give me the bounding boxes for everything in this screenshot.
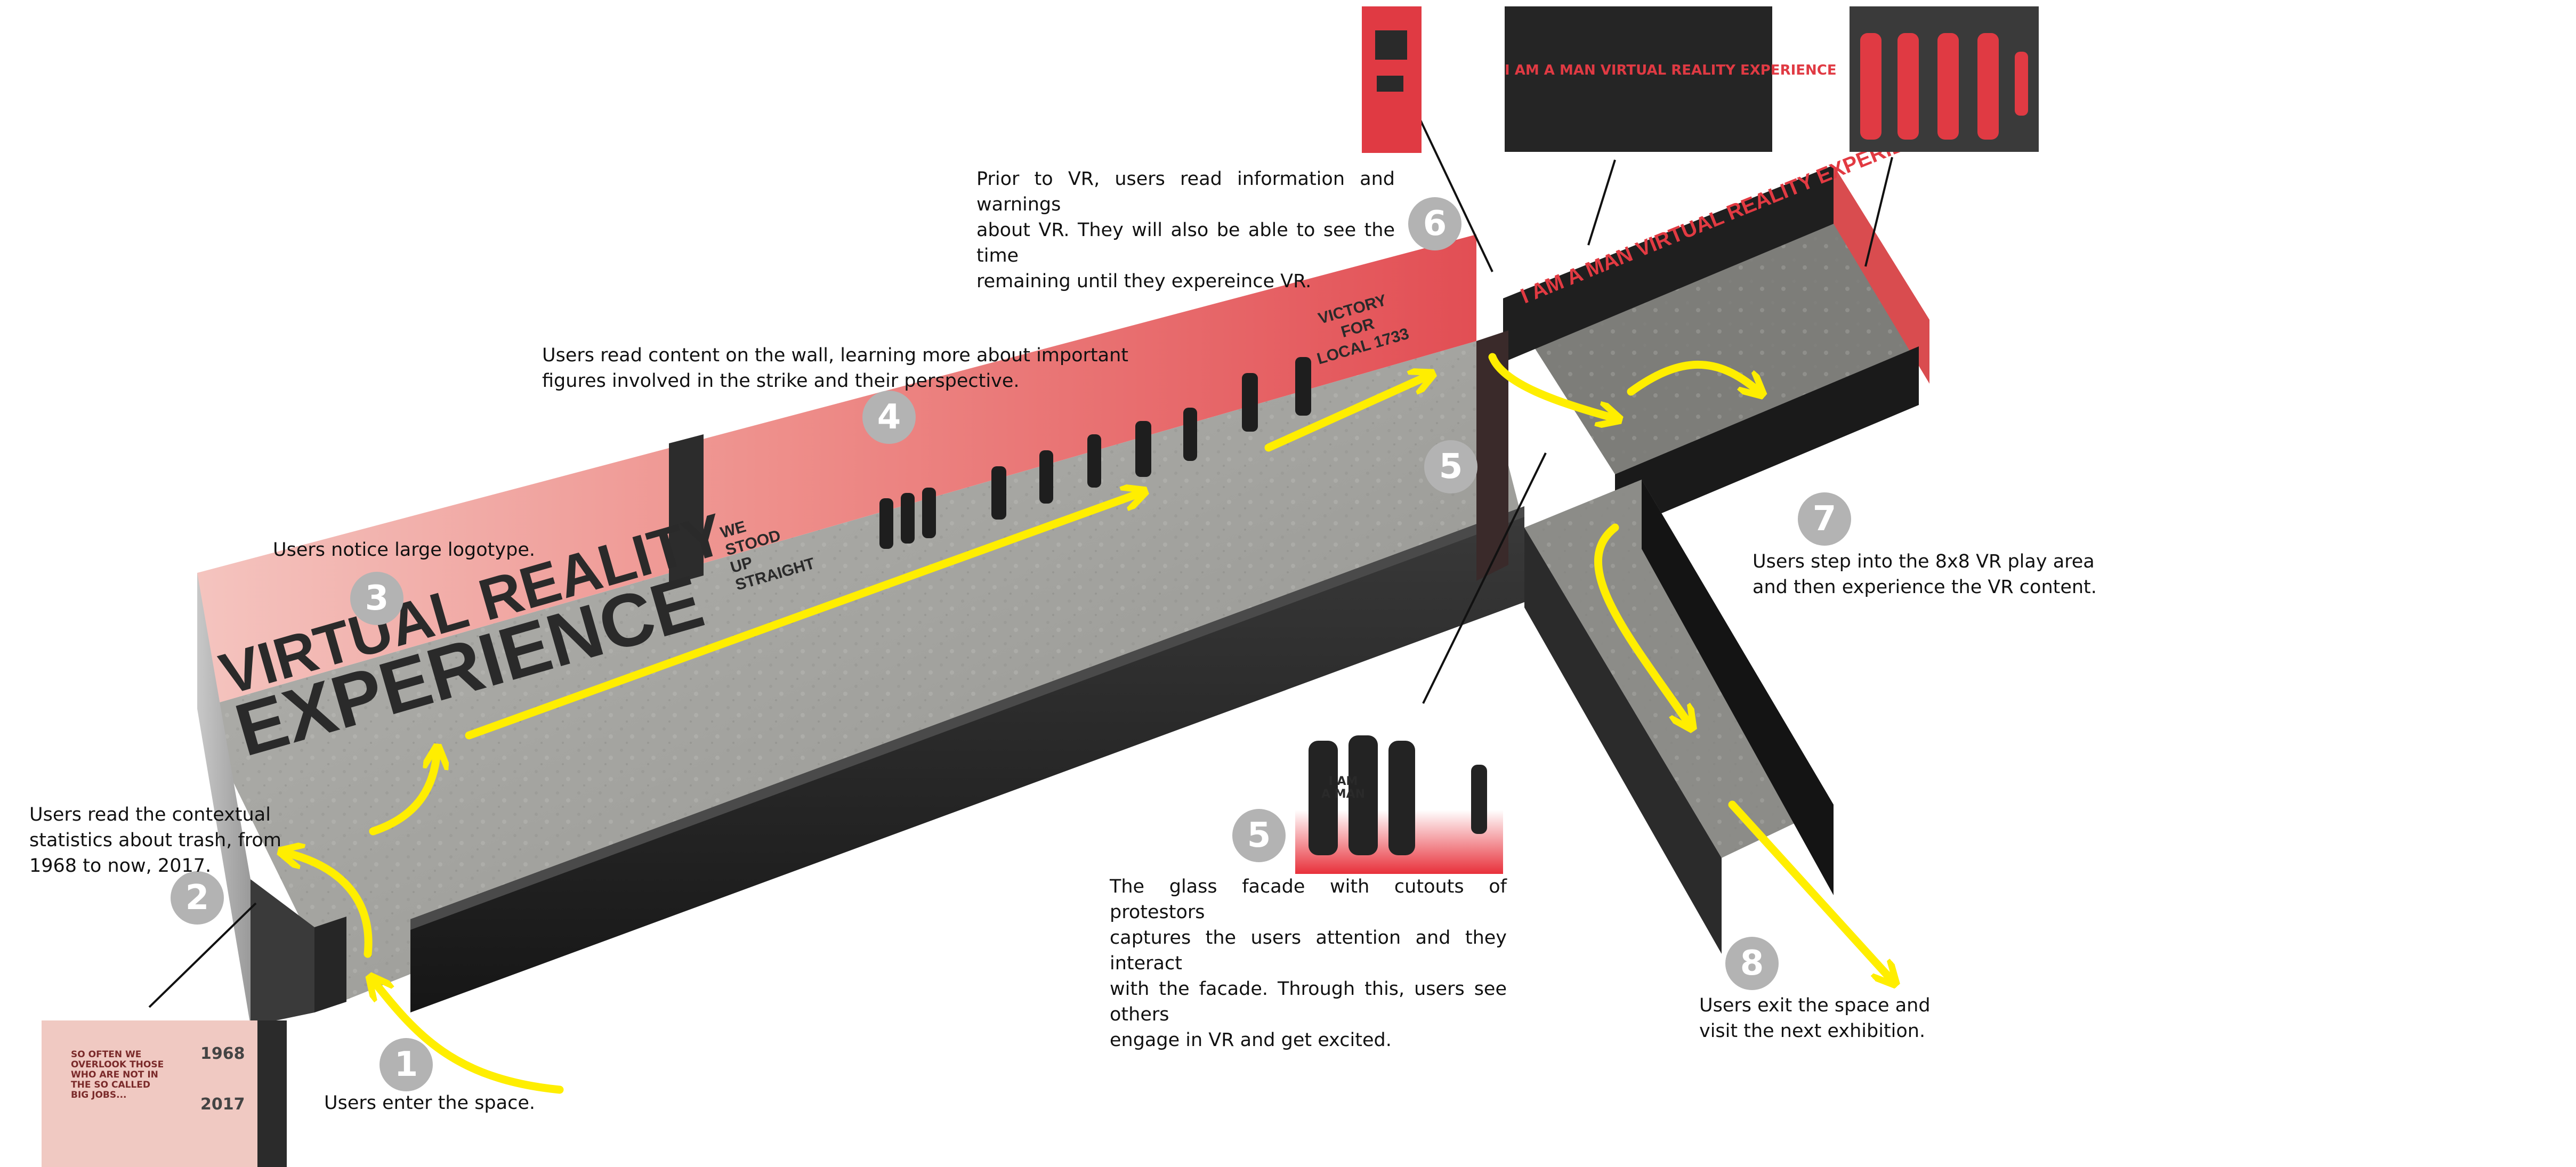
step-badge-7: 7 (1798, 492, 1851, 546)
vr-room (1476, 165, 1929, 581)
silhouette-figure (1135, 421, 1151, 477)
path-arrow-read-stats (285, 853, 373, 958)
path-arrow-logotype (369, 751, 437, 836)
path-arrow-enter (373, 980, 564, 1094)
step-badge-8: 8 (1725, 937, 1779, 990)
exit-left-wall (1524, 528, 1722, 954)
step-text-7: Users step into the 8x8 VR play area and… (1753, 551, 2097, 598)
quote-text: SO OFTEN WE OVERLOOK THOSE WHO ARE NOT I… (71, 1049, 164, 1100)
path-arrow-vr-area (1627, 360, 1759, 392)
silhouette-figure (1087, 434, 1101, 488)
kiosk-screen (1375, 30, 1407, 60)
leader-line (1417, 114, 1493, 272)
front-wall (410, 506, 1524, 1012)
step-text-5: The glass facade with cutouts of protest… (1110, 876, 1507, 1051)
protestor-cutout (1348, 735, 1378, 855)
main-corridor (197, 234, 1524, 1026)
vr-room-front-wall (1615, 346, 1919, 533)
step-text-4: Users read content on the wall, learning… (542, 345, 1128, 392)
step-badge-2: 2 (171, 871, 224, 925)
leader-line (148, 902, 257, 1008)
silhouette-figure (1242, 373, 1258, 432)
end-wall-side (197, 573, 251, 1026)
kiosk-screen (1377, 76, 1403, 92)
step-text-6: Prior to VR, users read information and … (976, 168, 1395, 292)
red-figure (1897, 33, 1919, 140)
step-badge-5: 5 (1232, 809, 1286, 862)
red-figure (2015, 52, 2028, 116)
step-badge-5-floor: 5 (1424, 440, 1477, 493)
vr-room-side-wall (1834, 165, 1929, 384)
path-arrow-exit (1594, 523, 1690, 725)
silhouette-figure (922, 488, 936, 538)
path-arrow-facade (1264, 376, 1428, 452)
thumbnail-protestors-red (1850, 6, 2039, 152)
red-figure (1937, 33, 1959, 140)
vr-room-back-wall (1503, 165, 1834, 362)
path-arrow-into-vr (1488, 353, 1615, 418)
back-wall-dark-panel (669, 434, 704, 585)
silhouette-figure (991, 466, 1006, 520)
step-text-2: Users read the contextual statistics abo… (29, 804, 281, 877)
leader-lines (148, 114, 1893, 1008)
protestor-silhouettes (879, 357, 1311, 549)
thumbnail-glass-facade: I AM A MAN (1295, 714, 1503, 874)
thumbnail-info-kiosk (1362, 6, 1422, 153)
leader-line (1422, 452, 1547, 704)
year-1968: 1968 (200, 1044, 245, 1063)
entry-pillar (314, 917, 346, 1012)
path-arrow-leave (1728, 800, 1892, 980)
vr-room-floor-texture (1503, 165, 1919, 474)
entry-stub-wall (251, 879, 314, 1026)
step-text-1: Users enter the space. (324, 1092, 535, 1114)
protestor-cutout (1471, 765, 1487, 834)
banner-text: I AM A MAN VIRTUAL REALITY EXPERIENCE (1505, 62, 1837, 78)
front-wall-top (410, 506, 1524, 930)
leader-line (1864, 157, 1893, 267)
thumbnail-vr-banner: I AM A MAN VIRTUAL REALITY EXPERIENCE (1505, 6, 1837, 152)
step-badge-6: 6 (1408, 197, 1461, 250)
protestor-cutout (1309, 741, 1338, 855)
sign-text: I AM A MAN (1321, 775, 1366, 801)
glass-facade-wall (1476, 330, 1508, 581)
silhouette-figure (879, 498, 893, 549)
thumbnail-stats-photo (257, 1020, 287, 1167)
step-badge-1: 1 (379, 1038, 433, 1091)
red-figure (1977, 33, 1999, 140)
step-badge-4: 4 (862, 391, 916, 444)
silhouette-figure (1039, 450, 1053, 504)
visitor-path (285, 353, 1892, 1094)
year-2017: 2017 (200, 1095, 245, 1114)
step-text-8: Users exit the space and visit the next … (1699, 995, 1931, 1042)
corridor-floor-texture (197, 341, 1524, 1002)
back-wall (197, 234, 1476, 709)
silhouette-figure (1295, 357, 1311, 416)
red-figure (1860, 33, 1881, 140)
leader-line (1587, 159, 1616, 246)
step-text-3: Users notice large logotype. (273, 539, 535, 561)
exit-right-wall (1642, 480, 1834, 895)
silhouette-figure (901, 493, 915, 544)
thumbnail-stats-panel: SO OFTEN WE OVERLOOK THOSE WHO ARE NOT I… (42, 1020, 287, 1167)
path-arrow-wall (465, 493, 1141, 740)
silhouette-figure (1183, 408, 1197, 461)
protestor-cutout (1388, 741, 1415, 855)
step-badge-3: 3 (350, 572, 403, 625)
